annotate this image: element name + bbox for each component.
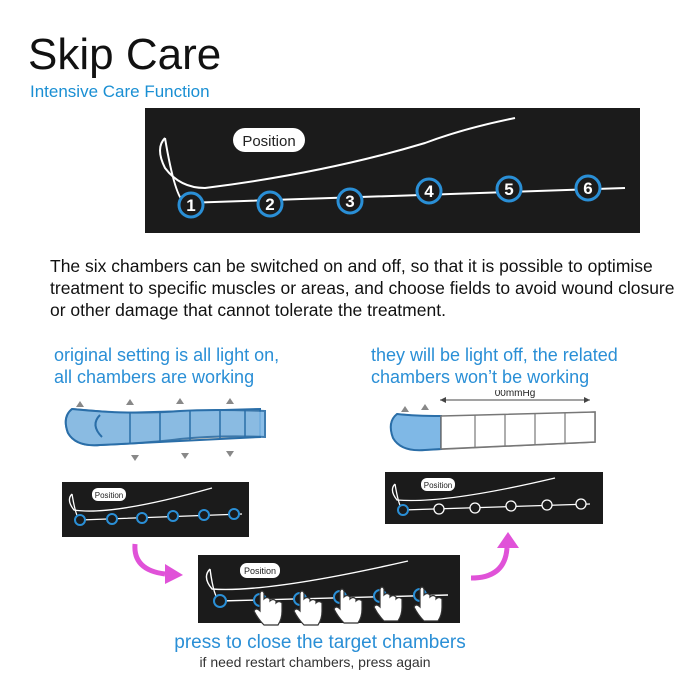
page-title: Skip Care <box>28 30 222 79</box>
curved-arrow-left-icon <box>132 543 183 584</box>
chamber-6-label: 6 <box>583 179 592 198</box>
position-panel-small-right: Position <box>385 472 603 524</box>
chamber-6[interactable]: 6 <box>574 174 602 202</box>
description-text: The six chambers can be switched on and … <box>50 256 675 320</box>
chamber-4-label: 4 <box>424 182 434 201</box>
chamber-3-label: 3 <box>345 192 354 211</box>
left-caption-line-2: all chambers are working <box>54 367 255 387</box>
hand-cursor-icon <box>373 586 403 622</box>
hand-cursor-icon <box>253 590 283 626</box>
bottom-caption: press to close the target chambers <box>174 632 466 653</box>
pressure-arrows <box>76 398 234 461</box>
chamber-5[interactable]: 5 <box>495 175 523 203</box>
curved-arrow-right-icon <box>470 532 519 581</box>
page-subtitle: Intensive Care Function <box>30 82 210 101</box>
right-caption-line-2: chambers won’t be working <box>371 367 590 387</box>
chamber-1[interactable]: 1 <box>177 191 205 219</box>
right-caption-line-1: they will be light off, the related <box>371 345 618 365</box>
hand-cursor-icon <box>333 588 363 624</box>
position-label-bottom: Position <box>244 566 276 576</box>
bottom-note: if need restart chambers, press again <box>199 654 431 670</box>
position-label-left: Position <box>95 491 123 500</box>
right-caption: they will be light off, the related cham… <box>371 344 618 388</box>
leg-illustration-partial-off: 00mmHg <box>389 390 596 452</box>
left-caption: original setting is all light on, all ch… <box>54 344 279 388</box>
hand-cursor-icons <box>253 586 443 626</box>
position-badge <box>233 128 305 152</box>
chamber-2[interactable]: 2 <box>256 190 284 218</box>
chamber-4[interactable]: 4 <box>415 177 443 205</box>
leg-illustration-all-on <box>64 398 266 461</box>
leg-outline-diagram: Position 1 2 3 4 5 6 <box>159 117 626 219</box>
position-panel-small-left: Position <box>62 482 249 537</box>
chamber-5-label: 5 <box>504 180 513 199</box>
chamber-2-label: 2 <box>265 195 274 214</box>
position-label: Position <box>242 133 295 150</box>
hand-cursor-icon <box>293 590 323 626</box>
left-caption-line-1: original setting is all light on, <box>54 345 280 365</box>
chamber-1-label: 1 <box>186 196 195 215</box>
hand-cursor-icon <box>413 586 443 622</box>
pressure-label: 00mmHg <box>495 390 536 399</box>
position-panel-main: Position 1 2 3 4 5 6 <box>145 108 640 233</box>
position-label-right: Position <box>424 481 452 490</box>
chamber-3[interactable]: 3 <box>336 187 364 215</box>
